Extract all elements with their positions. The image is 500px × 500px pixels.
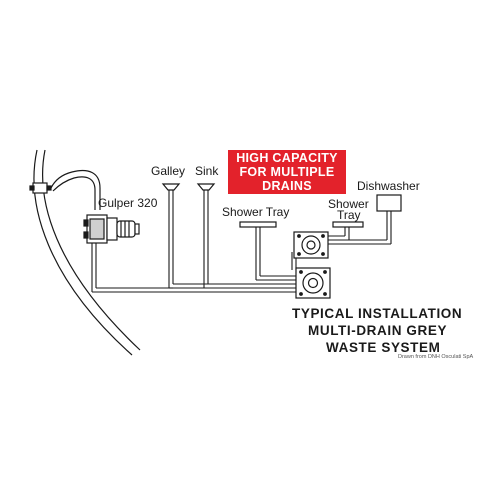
label-sink: Sink — [195, 164, 219, 178]
label-galley: Galley — [151, 164, 185, 178]
hull-outline — [33, 149, 141, 356]
lower-strainer-unit — [295, 267, 331, 299]
dishwasher-fixture — [376, 194, 402, 212]
caption-line-1: TYPICAL INSTALLATION — [292, 306, 462, 321]
banner-line-3: DRAINS — [262, 179, 312, 193]
galley-sink-fixture — [161, 183, 181, 191]
banner-background — [228, 150, 346, 194]
label-dishwasher: Dishwasher — [357, 179, 420, 193]
label-gulper: Gulper 320 — [98, 196, 158, 210]
upper-strainer-unit — [293, 231, 329, 259]
credit-text: Drawn from DNH Osculati SpA — [398, 354, 474, 360]
sink-fixture — [196, 183, 216, 191]
capacity-banner: HIGH CAPACITY FOR MULTIPLE DRAINS — [228, 150, 346, 194]
through-hull-fitting — [29, 182, 52, 194]
label-shower-tray-right-1: Shower — [328, 197, 369, 211]
drain-pipes — [91, 190, 392, 293]
label-shower-tray-right-2: Tray — [337, 208, 361, 222]
banner-line-1: HIGH CAPACITY — [236, 151, 338, 165]
caption-line-2: MULTI-DRAIN GREY — [308, 323, 447, 338]
gulper-pump — [83, 214, 140, 244]
caption-line-3: WASTE SYSTEM — [326, 340, 440, 355]
shower-tray-left-fixture — [239, 221, 277, 228]
banner-line-2: FOR MULTIPLE — [239, 165, 334, 179]
label-shower-tray-left: Shower Tray — [222, 205, 289, 219]
discharge-hose — [50, 169, 101, 210]
shower-tray-right-fixture — [332, 221, 364, 228]
